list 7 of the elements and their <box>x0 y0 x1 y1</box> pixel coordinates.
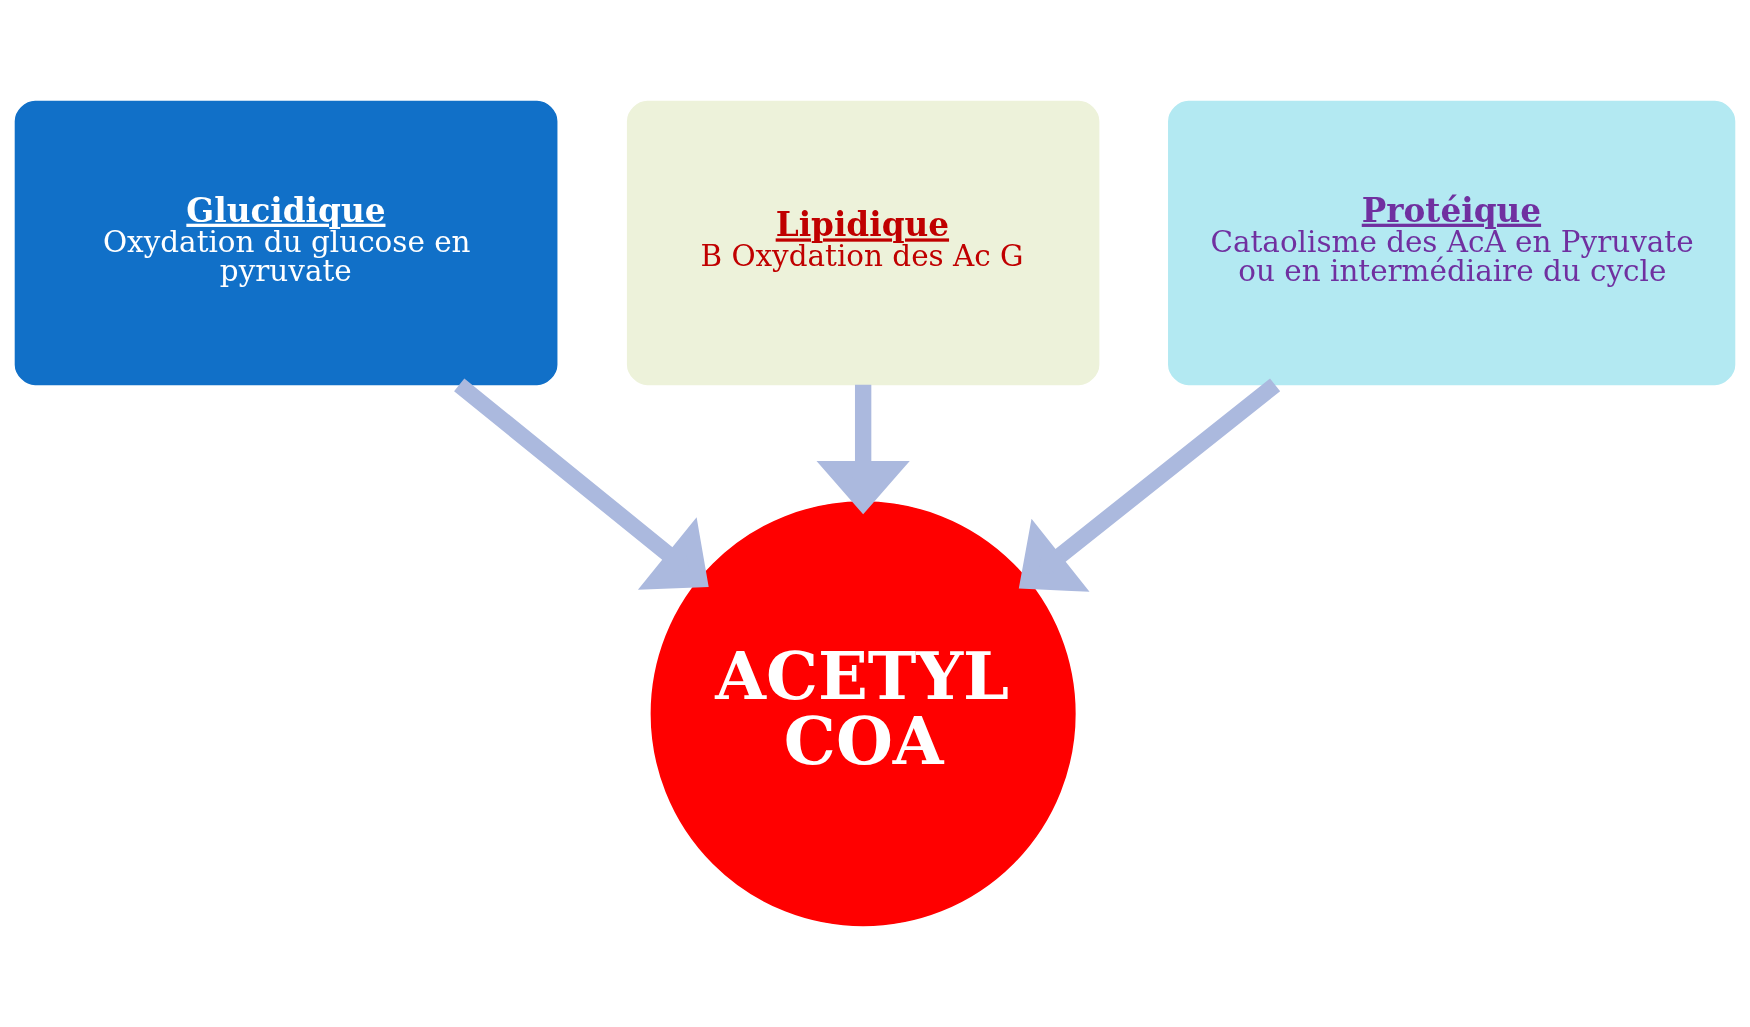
node-box: Lipidique B Oxydation des Ac G <box>626 100 1100 386</box>
node-box: Protéique Cataolisme des AcA en Pyruvate ou en intermédiaire du cycle <box>1168 100 1736 386</box>
arrow <box>454 378 709 590</box>
node-circle: ACETYL COA <box>650 501 1076 927</box>
arrow <box>816 384 910 515</box>
arrow <box>1018 378 1281 592</box>
node-box: Glucidique Oxydation du glucose en pyruvate <box>14 100 558 386</box>
